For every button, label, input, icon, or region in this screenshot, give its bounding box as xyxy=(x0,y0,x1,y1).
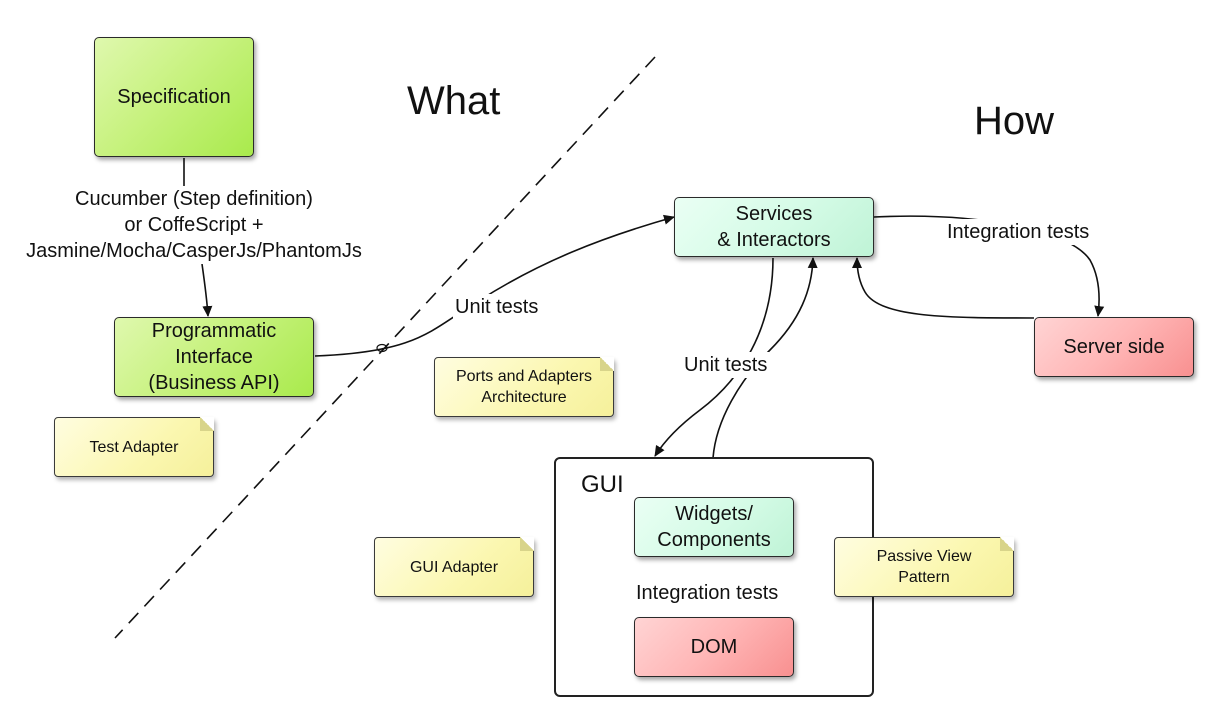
label-integration-tests-dom: Integration tests xyxy=(634,580,781,606)
services-line2: & Interactors xyxy=(717,229,831,251)
note-ports-adapters-line1: Ports and Adapters xyxy=(455,368,593,385)
label-cucumber-line3: Jasmine/Mocha/CasperJs/PhantomJs xyxy=(26,240,362,262)
note-passive-view-line2: Pattern xyxy=(898,569,950,586)
label-cucumber-line1: Cucumber (Step definition) xyxy=(75,188,313,210)
note-ports-adapters: Ports and Adapters Architecture xyxy=(434,357,614,417)
services-node: Services & Interactors xyxy=(674,197,874,257)
label-unit-tests-gui: Unit tests xyxy=(682,352,770,378)
note-gui-adapter: GUI Adapter xyxy=(374,537,534,597)
label-integration-tests-server: Integration tests xyxy=(945,219,1092,245)
edge-crossing-hop xyxy=(376,343,388,353)
server-side-label: Server side xyxy=(1063,336,1165,358)
note-test-adapter: Test Adapter xyxy=(54,417,214,477)
note-test-adapter-text: Test Adapter xyxy=(89,438,179,456)
edge-gui-to-services xyxy=(712,257,818,459)
heading-how: How xyxy=(974,99,1055,143)
dom-label: DOM xyxy=(690,636,738,658)
note-passive-view: Passive View Pattern xyxy=(834,537,1014,597)
specification-label: Specification xyxy=(117,86,231,108)
programmatic-interface-node: Programmatic Interface (Business API) xyxy=(114,317,314,397)
programmatic-interface-line3: (Business API) xyxy=(148,372,280,394)
note-ports-adapters-line2: Architecture xyxy=(481,389,567,406)
widgets-line2: Components xyxy=(657,529,771,551)
heading-what: What xyxy=(407,79,501,123)
label-unit-tests-api: Unit tests xyxy=(453,294,541,320)
programmatic-interface-line2: Interface xyxy=(175,346,253,368)
widgets-node: Widgets/ Components xyxy=(634,497,794,557)
specification-node: Specification xyxy=(94,37,254,157)
services-line1: Services xyxy=(735,203,813,225)
edge-server-to-services xyxy=(852,257,1035,319)
note-gui-adapter-text: GUI Adapter xyxy=(409,558,499,576)
gui-title: GUI xyxy=(581,471,624,498)
edge-spec-to-api xyxy=(183,158,208,316)
label-cucumber-line2: or CoffeScript + xyxy=(124,214,264,236)
edge-services-to-gui xyxy=(654,257,774,457)
widgets-line1: Widgets/ xyxy=(675,503,753,525)
server-side-node: Server side xyxy=(1034,317,1194,377)
dom-node: DOM xyxy=(634,617,794,677)
note-passive-view-line1: Passive View xyxy=(876,548,972,565)
programmatic-interface-line1: Programmatic xyxy=(151,320,277,342)
label-cucumber: Cucumber (Step definition) or CoffeScrip… xyxy=(4,186,384,264)
